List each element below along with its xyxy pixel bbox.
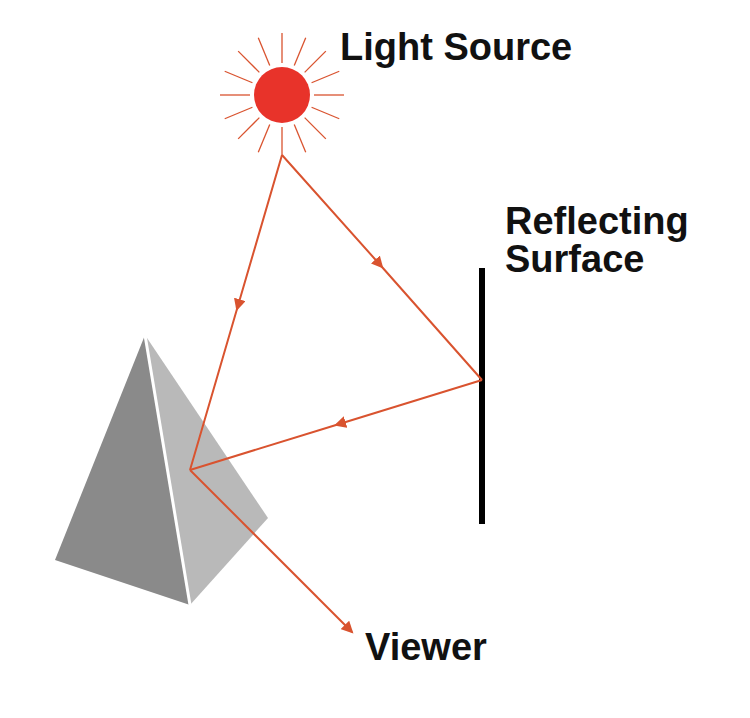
sun-ray (312, 107, 340, 118)
viewer-ray (190, 470, 352, 632)
sun-ray (305, 51, 326, 72)
sun-ray (225, 71, 253, 82)
sun-ray (294, 125, 305, 153)
pyramid-edge (145, 335, 190, 605)
sun-rays (220, 33, 344, 157)
surface-label: Reflecting Surface (505, 202, 730, 278)
sun-ray (312, 71, 340, 82)
sun-ray (238, 118, 259, 139)
sun-ray (220, 94, 250, 95)
light-source-label: Light Source (340, 28, 670, 66)
sun-ray (238, 51, 259, 72)
reflecting-surface (479, 268, 485, 524)
sun-ray (281, 33, 282, 63)
sun-ray (258, 38, 269, 66)
viewer-label: Viewer (365, 628, 665, 666)
sun-ray (225, 107, 253, 118)
sun (254, 67, 310, 123)
sun-ray (294, 38, 305, 66)
reflected-ray (190, 380, 482, 470)
sun-ray (314, 94, 344, 95)
light-ray (190, 155, 282, 470)
sun-ray (305, 118, 326, 139)
light-ray (282, 155, 482, 380)
pyramid-right-face (145, 335, 268, 605)
sun-ray (281, 127, 282, 157)
sun-ray (258, 125, 269, 153)
